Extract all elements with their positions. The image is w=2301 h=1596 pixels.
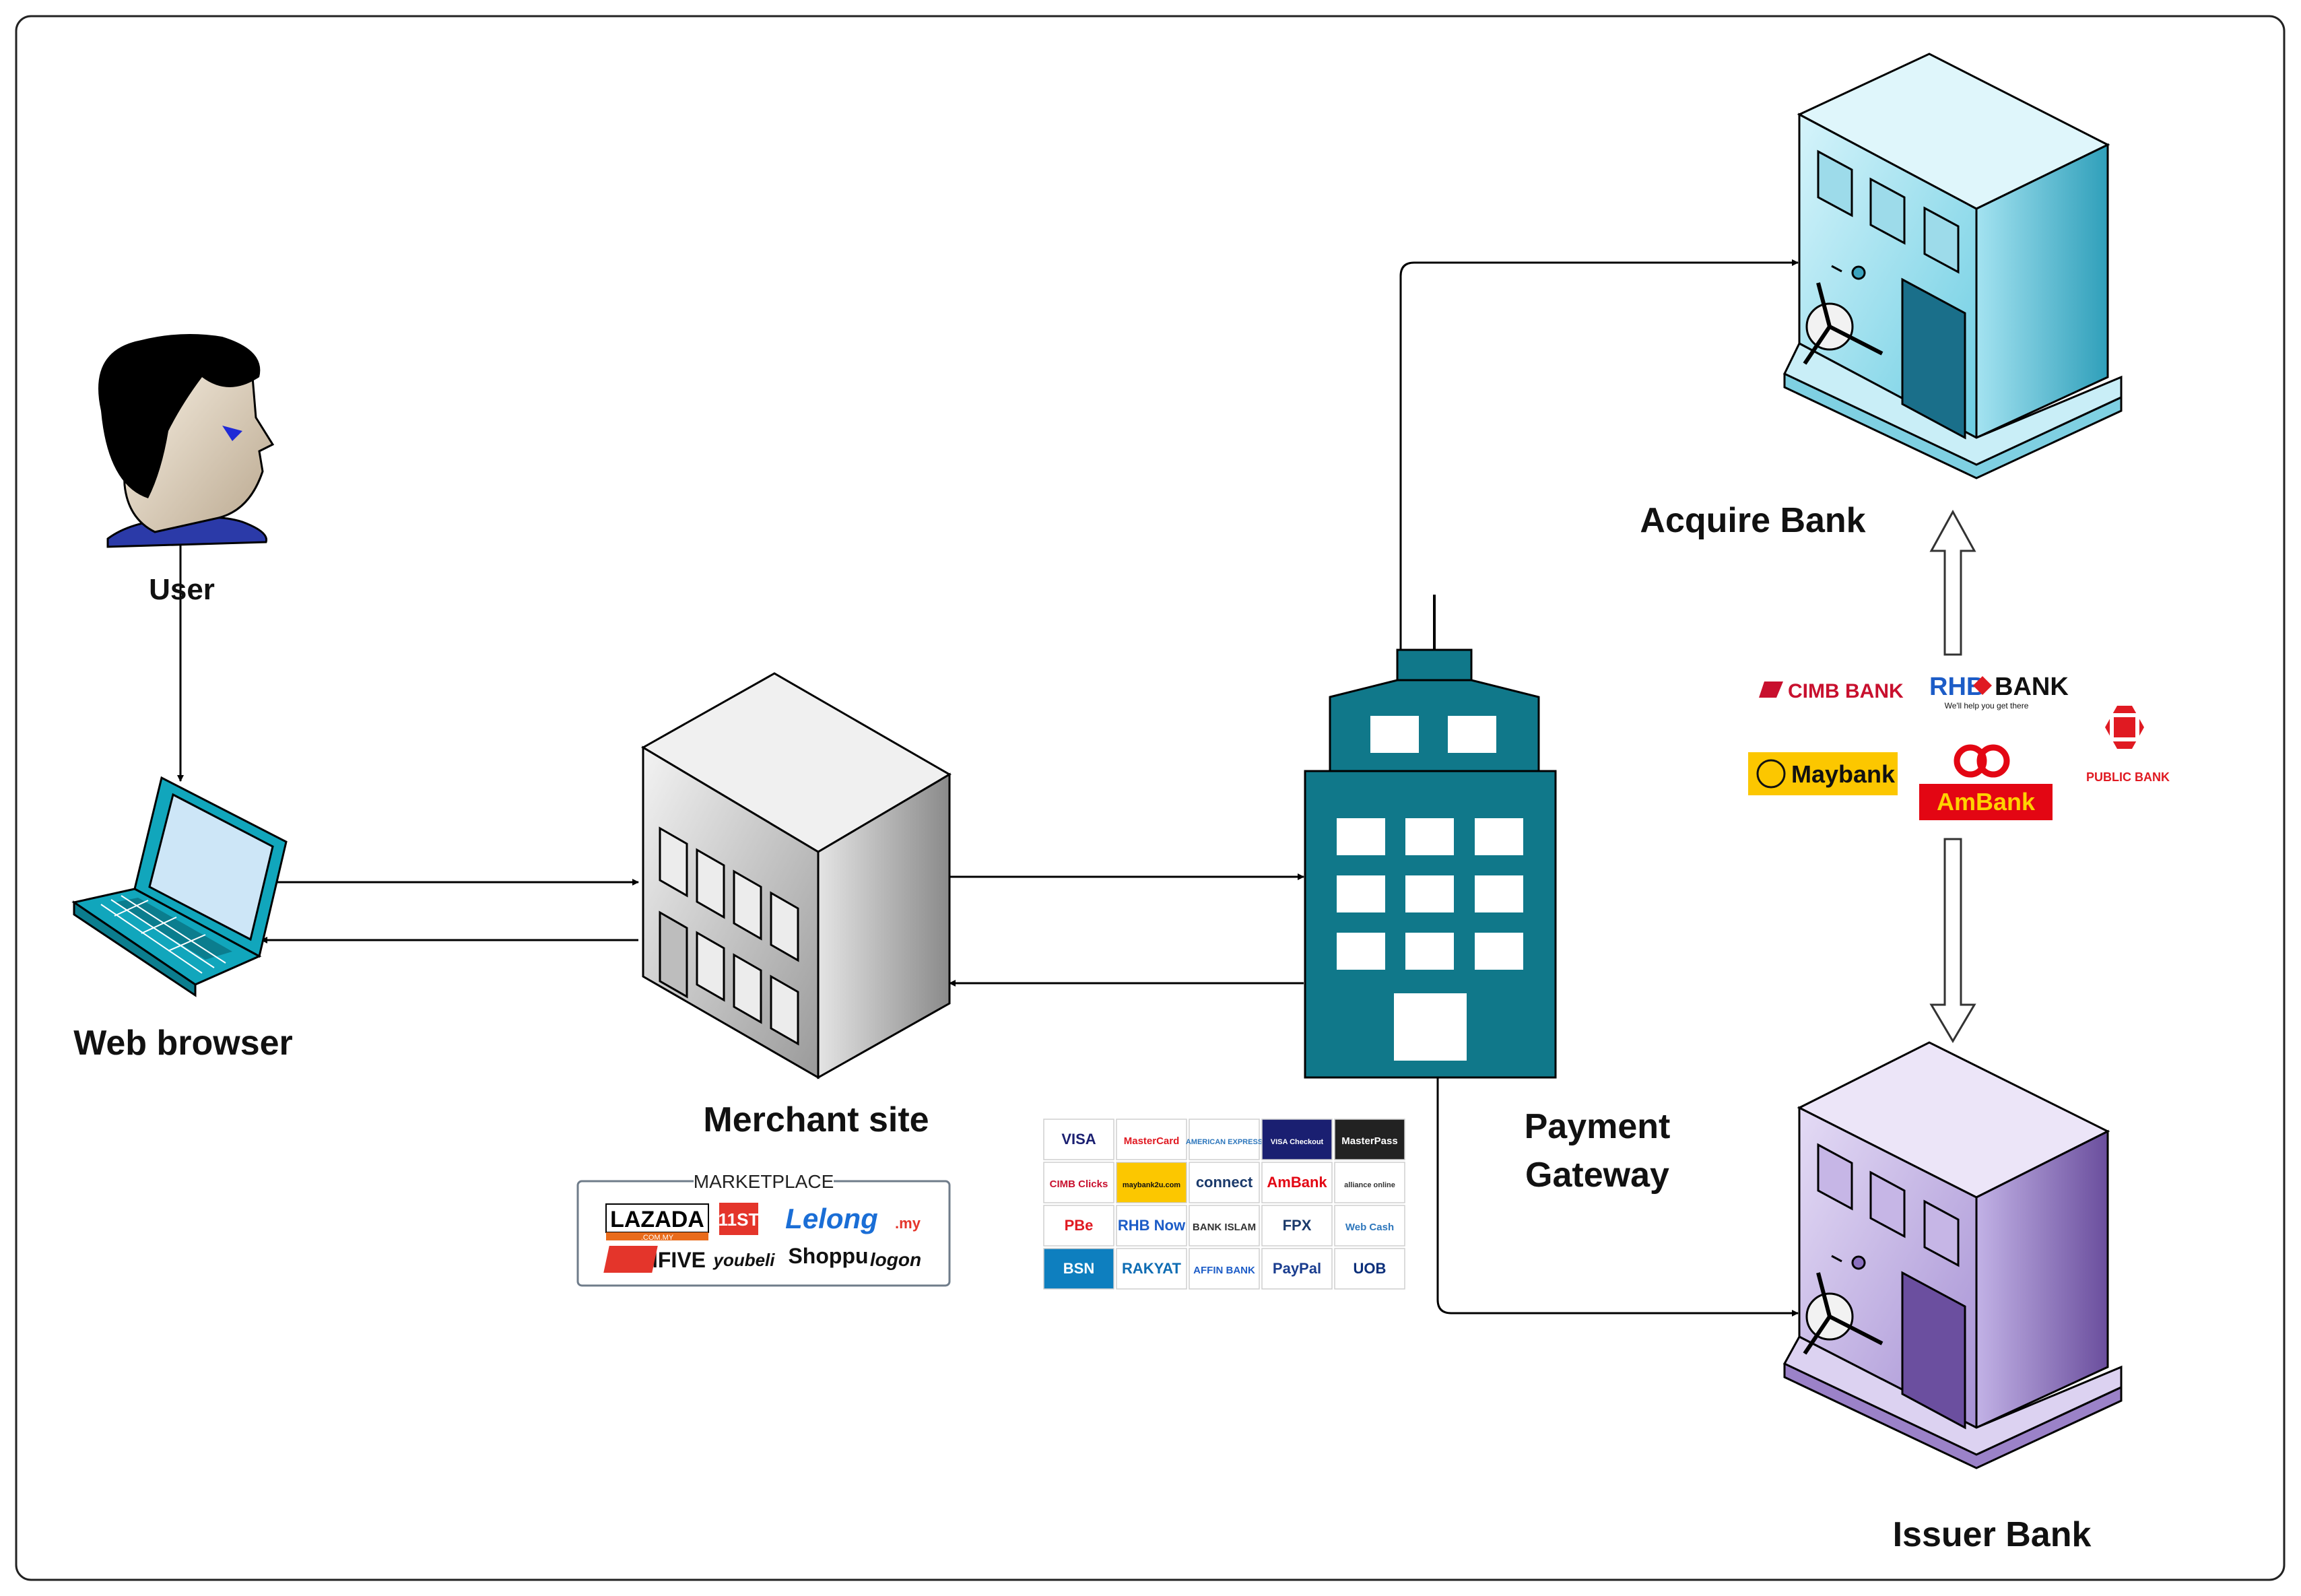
payment-method-tile [1189, 1248, 1260, 1290]
payment-method-logo: BSN [1063, 1260, 1094, 1277]
payment-method-logo: AmBank [1267, 1174, 1327, 1191]
payment-method-logo: AMERICAN EXPRESS [1186, 1138, 1263, 1146]
payment-method-logo: MasterPass [1341, 1135, 1397, 1147]
payment-method-tile [1116, 1162, 1187, 1203]
merchant-building-icon [641, 672, 952, 1079]
svg-text:PUBLIC BANK: PUBLIC BANK [2086, 770, 2170, 784]
payment-method-logo: alliance online [1344, 1181, 1395, 1189]
lelong-domain: .my [895, 1215, 921, 1232]
marketplace-panel: MARKETPLACE LAZADA .COM.MY 11ST Lelong .… [576, 1171, 951, 1287]
payment-method-logo: CIMB Clicks [1050, 1178, 1108, 1190]
cimb-bank-logo: CIMB BANK [1759, 680, 1904, 702]
lazada-domain: .COM.MY [641, 1234, 674, 1242]
lazada-logo: LAZADA [610, 1207, 704, 1232]
payment-gateway-label-line2: Gateway [1525, 1156, 1669, 1195]
11st-logo: 11ST [719, 1209, 760, 1230]
web-browser-label: Web browser [73, 1024, 293, 1063]
payment-method-tile [1043, 1248, 1114, 1290]
payment-method-tile [1189, 1162, 1260, 1203]
hollow-arrow-down [1929, 838, 1976, 1043]
connectors [177, 259, 1799, 1317]
payment-method-logo: RHB Now [1118, 1217, 1186, 1234]
svg-text:BANK: BANK [1995, 673, 2069, 701]
payment-method-tile [1189, 1205, 1260, 1246]
payment-method-tile [1334, 1248, 1405, 1290]
payment-method-logo: MasterCard [1124, 1135, 1180, 1147]
merchant-site-label: Merchant site [703, 1100, 929, 1139]
payment-method-tile [1116, 1248, 1187, 1290]
arrow-gateway-to-issuer-bank [1436, 1077, 1799, 1317]
payment-method-tile [1189, 1119, 1260, 1160]
payment-method-tile [1261, 1162, 1333, 1203]
payment-method-tile [1116, 1119, 1187, 1160]
payment-method-tile [1043, 1119, 1114, 1160]
shoppu-logo: Shoppu [788, 1244, 868, 1268]
user-label: User [149, 573, 215, 606]
payment-method-logo: Web Cash [1345, 1222, 1394, 1233]
hollow-arrow-up [1929, 509, 1976, 656]
payment-method-logo: VISA [1061, 1131, 1096, 1148]
svg-text:Maybank: Maybank [1791, 760, 1896, 788]
payment-method-tile [1261, 1248, 1333, 1290]
rhb-bank-logo: RHB BANK We'll help you get there [1929, 673, 2069, 710]
payment-methods-grid: VISA MasterCard AMERICAN EXPRESS VISA Check… [1043, 1119, 1405, 1290]
svg-text:AmBank: AmBank [1937, 788, 2036, 816]
payment-method-tile [1334, 1205, 1405, 1246]
payment-method-tile [1261, 1205, 1333, 1246]
payment-method-logo: VISA Checkout [1271, 1138, 1324, 1146]
payment-method-logo: UOB [1354, 1260, 1387, 1277]
payment-method-logo: PayPal [1273, 1260, 1321, 1277]
payment-method-logo: PBe [1065, 1217, 1094, 1234]
issuer-bank-label: Issuer Bank [1893, 1515, 2092, 1554]
acquire-bank-building-icon [1782, 53, 2123, 479]
lelong-logo: Lelong [785, 1203, 878, 1234]
svg-text:We'll help you get there: We'll help you get there [1945, 701, 2029, 710]
issuer-bank-building-icon [1782, 1041, 2123, 1469]
payment-method-logo: RAKYAT [1122, 1260, 1182, 1277]
payment-method-logo: BANK ISLAM [1193, 1222, 1256, 1233]
payment-method-tile [1116, 1205, 1187, 1246]
payment-gateway-label-line1: Payment [1525, 1107, 1671, 1146]
public-bank-logo: PUBLIC BANK [2086, 706, 2170, 784]
marketplace-title: MARKETPLACE [694, 1171, 834, 1192]
ambank-logo: AmBank [1919, 744, 2053, 820]
youbeli-logo: youbeli [712, 1250, 775, 1270]
payment-method-logo: maybank2u.com [1123, 1181, 1180, 1189]
payment-method-tile [1043, 1205, 1114, 1246]
laptop-icon [71, 776, 288, 997]
payment-method-tile [1334, 1119, 1405, 1160]
payment-method-logo: connect [1196, 1174, 1253, 1191]
payment-gateway-building-icon [1304, 595, 1557, 1079]
payment-method-logo: AFFIN BANK [1193, 1265, 1255, 1276]
payment-method-tile [1261, 1119, 1333, 1160]
bank-logos: CIMB BANK RHB BANK We'll help you get th… [1748, 673, 2170, 820]
user-icon [98, 334, 275, 548]
payment-method-tile [1043, 1162, 1114, 1203]
payment-method-tile [1334, 1162, 1405, 1203]
bank-link-arrows [1929, 509, 1976, 1043]
logon-logo: logon [870, 1249, 921, 1270]
acquire-bank-label: Acquire Bank [1640, 501, 1865, 540]
arrow-gateway-to-acquire-bank [1399, 259, 1799, 650]
payment-method-logo: FPX [1283, 1217, 1312, 1234]
maybank-logo: Maybank [1748, 752, 1898, 795]
svg-text:CIMB BANK: CIMB BANK [1788, 680, 1904, 702]
